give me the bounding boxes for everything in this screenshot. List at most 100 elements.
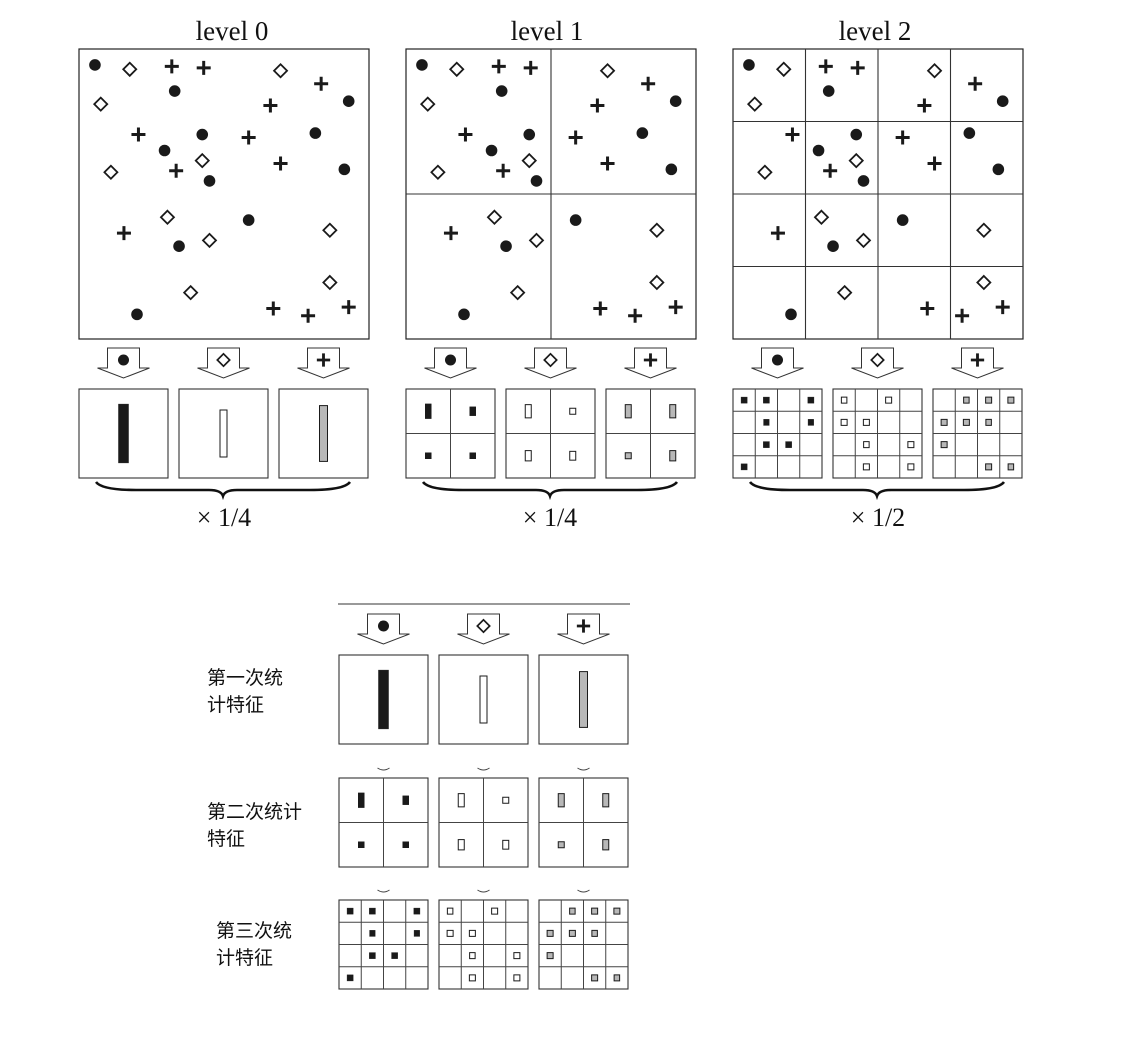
diamond-marker-icon [870, 352, 885, 368]
row-label-line: 计特征 [216, 947, 274, 969]
brace-fragment-icon [577, 767, 590, 771]
circle-marker-icon [785, 308, 797, 321]
circle-marker-icon [669, 95, 682, 107]
diamond-marker-icon [528, 232, 545, 249]
diamond-marker-icon [430, 164, 446, 181]
plus-marker-icon [568, 130, 583, 145]
row-label-line: 第三次统 [216, 920, 293, 942]
level-2-point-grid [732, 48, 1024, 340]
histogram-bar [413, 907, 421, 915]
brace-icon [748, 481, 1006, 501]
circle-marker-icon [636, 127, 649, 139]
circle-marker-icon [377, 620, 390, 632]
histogram-bar [569, 450, 577, 461]
histogram-bar [591, 929, 598, 937]
diamond-marker-icon [543, 352, 558, 368]
circle-marker-icon [495, 85, 508, 97]
histogram-bar [469, 452, 476, 459]
diamond-marker-icon [855, 232, 872, 249]
histogram-bar [524, 450, 532, 462]
brace-fragment-icon [377, 889, 390, 893]
histogram-bar [468, 929, 476, 937]
panel-border [78, 48, 370, 340]
histogram-bar [568, 929, 576, 937]
histogram-bar [358, 841, 365, 848]
diamond-marker-icon [201, 232, 218, 249]
histogram-bar [740, 463, 748, 471]
histogram-circle [338, 899, 429, 990]
histogram-bar [591, 907, 599, 915]
histogram-bar [446, 907, 454, 915]
histogram-bar [840, 396, 848, 404]
histogram-bar [785, 441, 792, 448]
diamond-marker-icon [182, 284, 199, 301]
histogram-bar [546, 929, 554, 937]
plus-marker-icon [491, 59, 506, 74]
circle-marker-icon [523, 128, 536, 141]
plus-marker-icon [590, 98, 605, 113]
histogram-bar [479, 675, 488, 724]
histogram-circle [338, 654, 429, 745]
histogram-bar [763, 419, 770, 426]
diamond-marker-icon [121, 61, 138, 78]
diamond-marker-icon [976, 274, 992, 291]
histogram-bar [319, 405, 328, 462]
brace-fragment-icon [377, 767, 390, 771]
diamond-marker-icon [103, 164, 119, 181]
histogram-bar [962, 418, 970, 426]
circle-marker-icon [665, 163, 678, 176]
circle-marker-icon [173, 240, 185, 252]
histogram-bar [569, 907, 576, 915]
level-0-histograms [78, 347, 369, 501]
histogram-plus [538, 899, 629, 990]
diamond-marker-icon [419, 96, 436, 112]
circle-marker-icon [242, 214, 255, 226]
circle-marker-icon [444, 354, 457, 366]
plus-marker-icon [164, 59, 179, 74]
histogram-bar [907, 441, 915, 449]
histogram-bar [346, 907, 354, 915]
histogram-bar [524, 404, 532, 419]
plus-marker-icon [241, 130, 256, 145]
level-2-weight: × 1/2 [850, 503, 906, 532]
concatenated-feature-diagram [338, 603, 630, 990]
row-label-line: 特征 [207, 828, 246, 850]
histogram-bar [513, 952, 521, 960]
level-0-title: level 0 [195, 16, 269, 46]
diamond-marker-icon [194, 152, 211, 169]
histogram-bar [763, 396, 770, 404]
histogram-bar [669, 404, 677, 419]
diamond-marker-icon [757, 164, 773, 181]
histogram-bar [402, 841, 409, 848]
histogram-bar [469, 952, 476, 960]
plus-marker-icon [576, 619, 591, 633]
histogram-bar [985, 463, 993, 471]
histogram-bar [613, 974, 621, 982]
histogram-bar [1007, 396, 1015, 404]
circle-marker-icon [416, 59, 428, 71]
plus-marker-icon [895, 130, 910, 145]
plus-marker-icon [628, 308, 643, 323]
row-label-line: 第二次统计 [207, 801, 303, 823]
diamond-marker-icon [216, 352, 231, 368]
diamond-marker-icon [926, 62, 943, 79]
plus-marker-icon [314, 76, 329, 91]
histogram-bar [378, 669, 389, 730]
plus-marker-icon [917, 98, 932, 113]
diamond-marker-icon [649, 274, 665, 291]
plus-marker-icon [266, 301, 281, 316]
histogram-bar [840, 418, 848, 426]
histogram-bar [885, 396, 893, 404]
circle-marker-icon [896, 214, 909, 226]
histogram-bar [546, 952, 554, 960]
row-label-line: 计特征 [207, 694, 265, 716]
circle-marker-icon [569, 214, 582, 226]
diamond-marker-icon [92, 96, 109, 112]
circle-marker-icon [963, 127, 976, 139]
histogram-bar [963, 396, 970, 404]
histogram-bar [807, 396, 815, 404]
plus-marker-icon [641, 76, 656, 91]
circle-marker-icon [338, 163, 351, 176]
circle-marker-icon [996, 95, 1009, 107]
histogram-bar [669, 450, 677, 462]
